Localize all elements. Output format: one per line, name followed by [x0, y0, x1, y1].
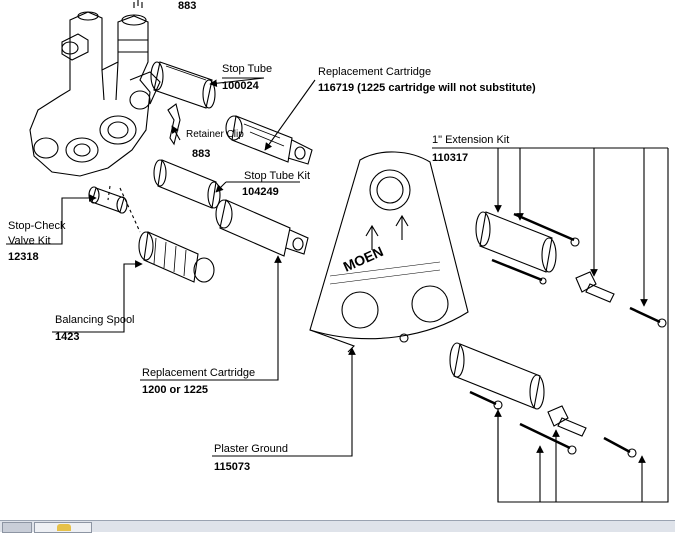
label-stop-check-name-line2: Valve Kit	[8, 235, 51, 247]
label-plaster-ground-name: Plaster Ground	[214, 443, 288, 455]
replacement-cartridge-part-upper	[225, 115, 313, 165]
parts-diagram: MOEN	[6, 0, 669, 503]
stop-tube-kit-part	[153, 159, 221, 209]
extension-kit-lower	[449, 342, 637, 458]
taskbar-button[interactable]	[2, 522, 32, 533]
extension-kit-upper	[475, 211, 667, 328]
label-stop-tube-kit-num: 104249	[242, 186, 279, 198]
folder-icon	[57, 524, 71, 531]
taskbar	[0, 520, 675, 533]
label-stop-tube-name: Stop Tube	[222, 63, 273, 75]
valve-body	[29, 0, 161, 177]
label-balancing-spool-name: Balancing Spool	[55, 314, 135, 326]
label-replacement-cartridge-top-num: 116719 (1225 cartridge will not substitu…	[318, 82, 536, 94]
stop-tube-part	[150, 61, 216, 109]
retainer-clip-part	[167, 103, 181, 146]
balancing-spool-part	[138, 231, 215, 283]
plaster-ground-plate	[309, 151, 469, 353]
label-stop-tube-num: 100024	[222, 80, 259, 92]
label-replacement-cartridge-top-name: Replacement Cartridge	[318, 66, 432, 78]
label-plaster-ground-num: 115073	[214, 461, 251, 473]
taskbar-folder-button[interactable]	[34, 522, 92, 533]
label-stop-tube-kit-name: Stop Tube Kit	[244, 170, 311, 182]
replacement-cartridge-part-lower	[215, 199, 309, 257]
label-retainer-clip-name: Retainer Clip	[186, 129, 244, 140]
label-stop-check-name-line1: Stop-Check	[8, 220, 66, 232]
label-stop-check-num: 12318	[8, 251, 39, 263]
label-balancing-spool-num: 1423	[55, 331, 80, 343]
label-replacement-cartridge-bottom-name: Replacement Cartridge	[142, 367, 256, 379]
label-883-top-num: 883	[178, 0, 197, 12]
label-retainer-clip-num: 883	[192, 148, 211, 160]
label-replacement-cartridge-bottom-num: 1200 or 1225	[142, 384, 209, 396]
label-extension-kit-name: 1" Extension Kit	[432, 134, 510, 146]
label-extension-kit-num: 110317	[432, 152, 469, 164]
